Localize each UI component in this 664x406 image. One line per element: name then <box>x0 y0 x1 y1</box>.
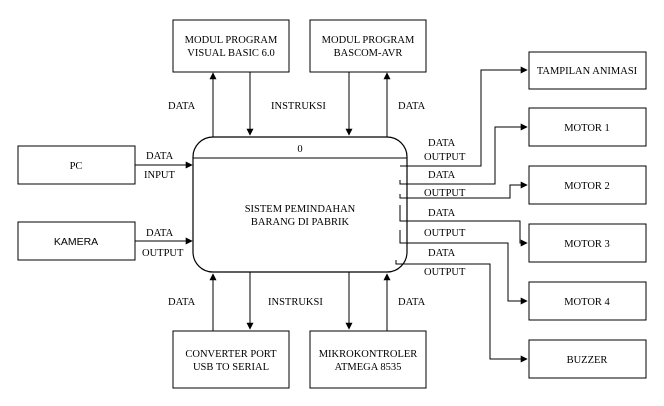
entity-pc: PC <box>17 145 136 185</box>
entity-motor-2: MOTOR 2 <box>528 165 647 205</box>
arrow-process-to-motor4 <box>399 230 528 305</box>
entity-modul-vb: MODUL PROGRAM VISUAL BASIC 6.0 <box>172 19 290 73</box>
arrow-process-to-motor1 <box>399 123 528 185</box>
flow-labels: DATA INSTRUKSI DATA DATA INPUT DATA OUTP… <box>142 101 466 308</box>
entity-buzzer: BUZZER <box>528 339 647 379</box>
arrow-process-to-buzzer <box>395 260 528 363</box>
entity-motor1-label: MOTOR 1 <box>564 123 610 134</box>
entity-motor-1: MOTOR 1 <box>528 107 647 147</box>
process-number: 0 <box>297 144 302 155</box>
label-out3-data: DATA <box>428 208 456 219</box>
entity-mikro-line1: MIKROKONTROLER <box>319 349 418 360</box>
label-out1-output: OUTPUT <box>424 152 466 163</box>
entity-vb-line1: MODUL PROGRAM <box>185 35 278 46</box>
entity-pc-label: PC <box>70 161 83 172</box>
flow-arrows-right <box>395 66 528 363</box>
label-kamera-data: DATA <box>146 228 174 239</box>
entity-tampilan-animasi: TAMPILAN ANIMASI <box>528 51 647 90</box>
label-conv-instruksi: INSTRUKSI <box>268 297 323 308</box>
entity-buzzer-label: BUZZER <box>567 355 608 366</box>
entity-converter-line1: CONVERTER PORT <box>185 349 277 360</box>
entity-motor2-label: MOTOR 2 <box>564 181 610 192</box>
entity-mikro-line2: ATMEGA 8535 <box>335 362 402 373</box>
entity-mikrokontroler: MIKROKONTROLER ATMEGA 8535 <box>309 330 427 389</box>
process-sistem-pemindahan: 0 SISTEM PEMINDAHAN BARANG DI PABRIK <box>192 136 408 273</box>
entity-motor-3: MOTOR 3 <box>528 223 647 263</box>
arrow-process-to-motor2 <box>399 181 528 199</box>
label-mikro-data: DATA <box>398 297 426 308</box>
entity-vb-line2: VISUAL BASIC 6.0 <box>187 48 274 59</box>
label-out1-data: DATA <box>428 138 456 149</box>
entity-tampilan-label: TAMPILAN ANIMASI <box>537 66 638 77</box>
label-pc-data: DATA <box>146 151 174 162</box>
label-out2-data: DATA <box>428 170 456 181</box>
entity-converter-line2: USB TO SERIAL <box>193 362 269 373</box>
entity-kamera: KAMERA <box>17 221 136 261</box>
label-kamera-output: OUTPUT <box>142 248 184 259</box>
entity-modul-bascom: MODUL PROGRAM BASCOM-AVR <box>309 19 427 73</box>
label-out2-output: OUTPUT <box>424 188 466 199</box>
entity-bascom-line2: BASCOM-AVR <box>334 48 403 59</box>
entity-motor-4: MOTOR 4 <box>528 281 647 321</box>
flow-arrows-bottom <box>209 272 391 331</box>
label-conv-data: DATA <box>168 297 196 308</box>
label-out4-data: DATA <box>428 248 456 259</box>
label-pc-input: INPUT <box>144 170 176 181</box>
arrow-process-to-motor3 <box>399 205 528 247</box>
label-out3-output: OUTPUT <box>424 228 466 239</box>
arrow-process-to-tampilan <box>400 66 528 167</box>
entity-motor4-label: MOTOR 4 <box>564 297 610 308</box>
entity-motor3-label: MOTOR 3 <box>564 239 610 250</box>
process-title-line1: SISTEM PEMINDAHAN <box>245 204 356 215</box>
process-title-line2: BARANG DI PABRIK <box>251 217 350 228</box>
entity-converter: CONVERTER PORT USB TO SERIAL <box>172 330 290 389</box>
label-bascom-data: DATA <box>398 101 426 112</box>
flow-arrows-top <box>209 72 391 137</box>
label-vb-instruksi: INSTRUKSI <box>271 101 326 112</box>
label-vb-data: DATA <box>168 101 196 112</box>
entity-bascom-line1: MODUL PROGRAM <box>322 35 415 46</box>
entity-kamera-label: KAMERA <box>54 236 98 248</box>
label-out4-output: OUTPUT <box>424 267 466 278</box>
flow-arrows-left <box>135 161 193 245</box>
